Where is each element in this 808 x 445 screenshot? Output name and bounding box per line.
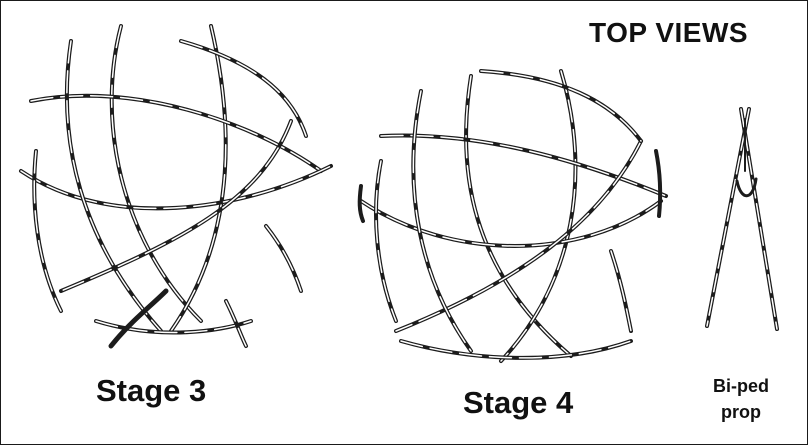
stage-4-dome-icon [357,69,668,363]
biped-prop-label-line1: Bi-ped [713,376,769,396]
stage-4-label: Stage 4 [463,385,574,420]
stage-3-label: Stage 3 [96,373,207,408]
biped-prop-label-line2: prop [721,402,761,422]
biped-prop-icon [705,107,779,331]
biped-prop-label: Bi-ped prop [701,373,781,425]
stage-3-dome-icon [19,24,333,349]
page-title: TOP VIEWS [589,17,749,48]
